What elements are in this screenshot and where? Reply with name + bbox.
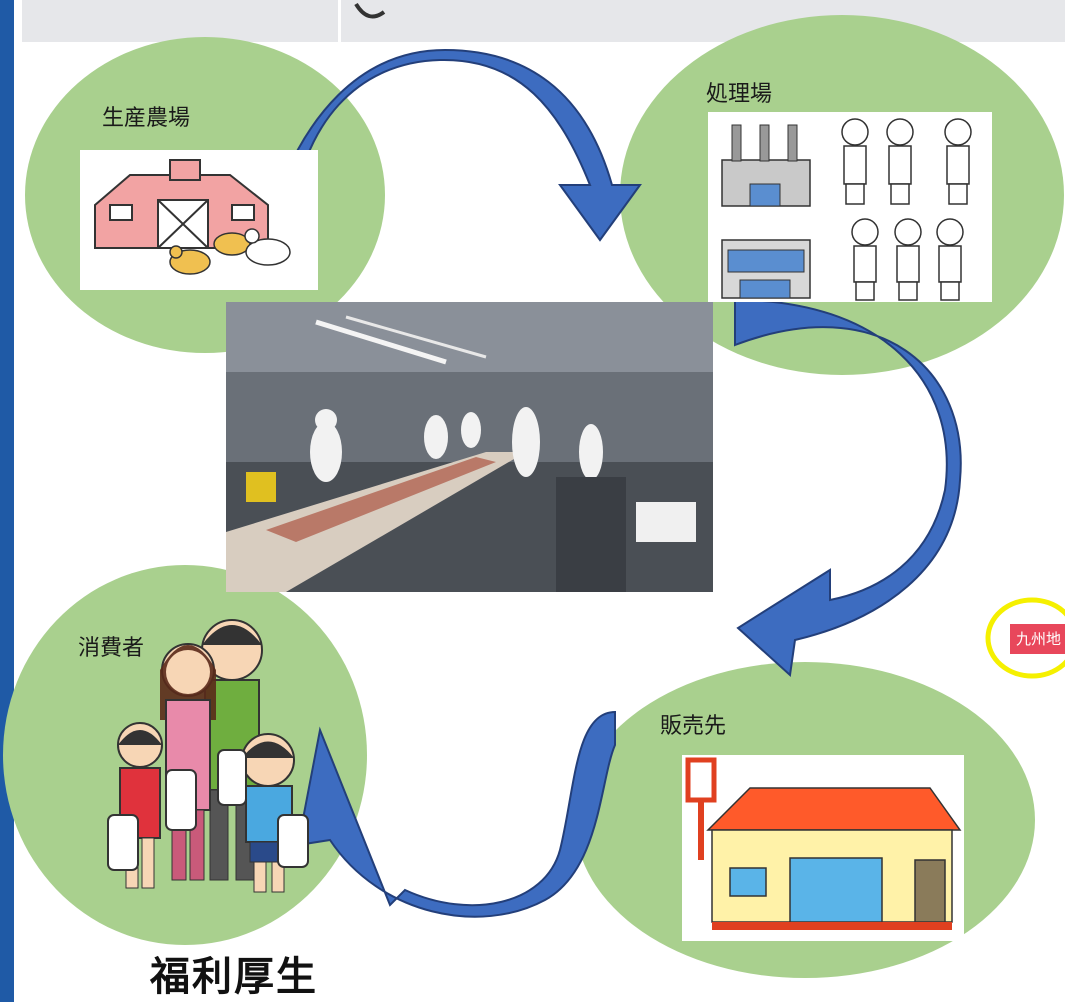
- store-icon: [685, 757, 962, 930]
- processing-label: 処理場: [706, 82, 773, 107]
- barn-icon: [94, 159, 269, 249]
- tag-highlight-ring: [985, 597, 1065, 679]
- factory-line-photo: [226, 302, 713, 592]
- header-bar-left: [22, 0, 338, 42]
- curved-arrow-icon: [263, 48, 642, 242]
- header-glyph-fragment: [354, 2, 386, 19]
- curved-arrow-icon: [296, 710, 616, 918]
- chicken-icon: [169, 228, 291, 275]
- family-icon: [107, 619, 309, 893]
- farm-label: 生産農場: [102, 106, 191, 131]
- header-bar-right: [341, 0, 1065, 42]
- factory-icon: [721, 124, 811, 207]
- retailer-label: 販売先: [660, 714, 727, 739]
- office-building-icon: [721, 239, 811, 299]
- worker-icon: [841, 118, 972, 301]
- curved-arrow-icon: [734, 298, 962, 678]
- region-tag[interactable]: 九州地: [1010, 624, 1065, 654]
- welfare-caption: 福利厚生: [150, 954, 318, 1000]
- consumer-label: 消費者: [78, 636, 145, 661]
